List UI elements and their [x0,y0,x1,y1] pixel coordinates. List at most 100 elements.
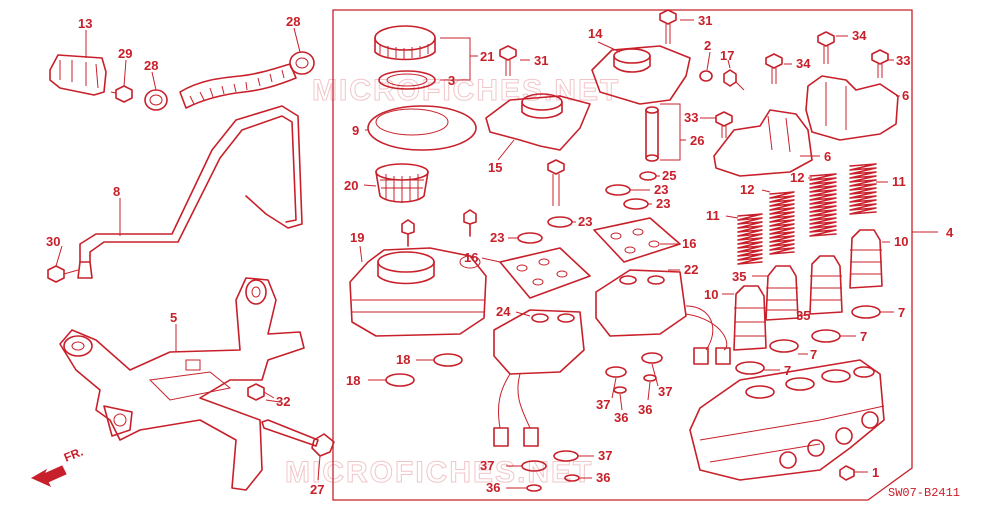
callout-23c: 23 [578,214,592,229]
o-ring-part-7c [769,339,799,353]
callout-35b: 35 [796,308,810,323]
washer-part-36d [564,474,580,482]
o-ring-part-7b [811,329,841,343]
callout-17: 17 [720,48,734,63]
callout-35a: 35 [732,269,746,284]
valve-part-35b [765,265,799,321]
callout-25: 25 [662,168,676,183]
assembly-frame [332,9,913,501]
bolt-part-34b [765,53,783,84]
o-ring-part-23b [623,198,649,210]
callout-28b: 28 [286,14,300,29]
o-ring-part-18b [385,373,415,387]
plate-part-16a [499,247,591,299]
callout-14: 14 [588,26,603,41]
callout-20: 20 [344,178,358,193]
cover-part-6a [805,75,899,141]
callout-10a: 10 [894,234,908,249]
bolt-part-31b [659,9,677,44]
solenoid-part-22 [595,269,731,365]
bolt-center [547,159,565,206]
callout-19: 19 [350,230,364,245]
callout-2: 2 [704,38,711,53]
o-ring-part-23a [605,184,631,196]
callout-22: 22 [684,262,698,277]
callout-11a: 11 [892,174,906,189]
o-ring-part-18a [433,353,463,367]
valve-body [689,359,885,481]
bolt-part-17 [723,69,745,91]
diagram-code: SW07-B2411 [888,486,960,500]
bolt-part-30 [47,265,79,283]
callout-23b: 23 [656,196,670,211]
callout-15: 15 [488,160,502,175]
callout-34a: 34 [852,28,867,43]
spring-part-11b [737,213,763,265]
bolt-part-1 [839,465,855,481]
washer-part-37b [641,352,663,364]
pin-part-26 [645,106,659,162]
bolt-part-31a [499,45,517,76]
callout-26: 26 [690,133,704,148]
bracket-part-13 [49,54,107,96]
callout-24: 24 [496,304,511,319]
housing-part-15 [485,93,591,151]
bolt-part-32 [247,383,275,401]
callout-28a: 28 [144,58,158,73]
clamp-part-28a [144,89,168,111]
callout-7b: 7 [860,329,867,344]
seal-ring-part-3 [378,70,436,90]
hose [179,63,297,109]
callout-27: 27 [310,482,324,497]
callout-36b: 36 [638,402,652,417]
washer-part-37a [605,366,627,378]
cap-part-21 [374,25,436,61]
washer-part-36a [613,386,627,394]
callout-31a: 31 [534,53,548,68]
ring-part-25 [639,171,657,181]
callout-4: 4 [946,225,954,240]
callout-3: 3 [448,73,455,88]
washer-part-2 [699,70,713,82]
spring-part-11a [849,163,877,215]
callout-9: 9 [352,123,359,138]
callout-21: 21 [480,49,494,64]
spring-part-12a [769,191,795,255]
bolt-small-a [401,219,415,247]
bolt-part-27 [261,419,335,457]
callout-32: 32 [276,394,290,409]
callout-5: 5 [170,310,177,325]
callout-37d: 37 [598,448,612,463]
bolt-small-b [463,209,477,237]
o-ring-part-23d [517,232,543,244]
solenoid-part-24 [493,309,585,447]
callout-31b: 31 [698,13,712,28]
mount-bracket-part-5 [59,277,305,491]
callout-37a: 37 [596,397,610,412]
housing-part-14 [591,45,691,105]
bolt-part-34a [817,31,835,64]
watermark-bottom: MICROFICHES.NET [285,456,593,489]
callout-11b: 11 [706,208,720,223]
bolt-part-33a [871,49,889,78]
callout-33b: 33 [684,110,698,125]
valve-part-10a [849,229,883,289]
callout-6b: 6 [824,149,831,164]
callout-6a: 6 [902,88,909,103]
front-direction-label: FR. [62,445,85,465]
callout-23d: 23 [490,230,504,245]
bolt-part-29 [110,85,133,103]
pipe-part-8 [79,105,303,263]
callout-16b: 16 [682,236,696,251]
callout-8: 8 [113,184,120,199]
callout-7d: 7 [784,363,791,378]
callout-37b: 37 [658,384,672,399]
o-ring-part-7d [735,361,765,375]
spring-part-12b [809,173,837,237]
callout-18a: 18 [396,352,410,367]
callout-1: 1 [872,465,879,480]
leader-lines [55,19,938,489]
callout-30: 30 [46,234,60,249]
callout-23a: 23 [654,182,668,197]
